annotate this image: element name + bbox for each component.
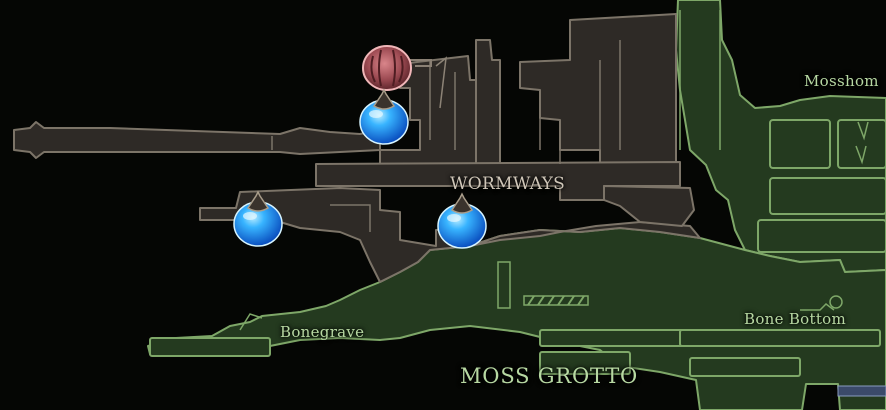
moss-corridor	[539, 351, 631, 375]
moss-block	[769, 177, 886, 215]
moss-corridor	[689, 357, 801, 377]
map-blue-edge	[837, 385, 886, 397]
moss-details	[239, 10, 869, 331]
blue-orb-pin-icon[interactable]	[359, 88, 409, 145]
region-label-wormways: WORMWAYS	[450, 174, 566, 194]
moss-corridor	[679, 329, 881, 347]
wormways-details	[271, 40, 621, 232]
region-label-moss-grotto: MOSS GROTTO	[460, 364, 639, 388]
blue-orb-pin-icon[interactable]	[233, 190, 283, 247]
blue-orb-pin-icon[interactable]	[437, 192, 487, 249]
red-cocoon-icon[interactable]	[362, 45, 432, 91]
moss-block	[769, 119, 831, 169]
wormways-left-corridor	[13, 121, 381, 159]
moss-corridor	[539, 329, 691, 347]
moss-block	[837, 119, 886, 169]
area-label-bonegrave: Bonegrave	[280, 323, 365, 341]
wormways-right-connector	[603, 185, 695, 227]
wormways-central-shaft	[475, 39, 501, 166]
moss-block	[757, 219, 886, 253]
area-label-mosshome: Mosshom	[804, 72, 879, 90]
area-label-bone-bottom: Bone Bottom	[744, 310, 847, 328]
wormways-stair-block	[519, 13, 677, 171]
moss-grotto-region	[147, 0, 886, 410]
moss-corridor	[149, 337, 271, 357]
